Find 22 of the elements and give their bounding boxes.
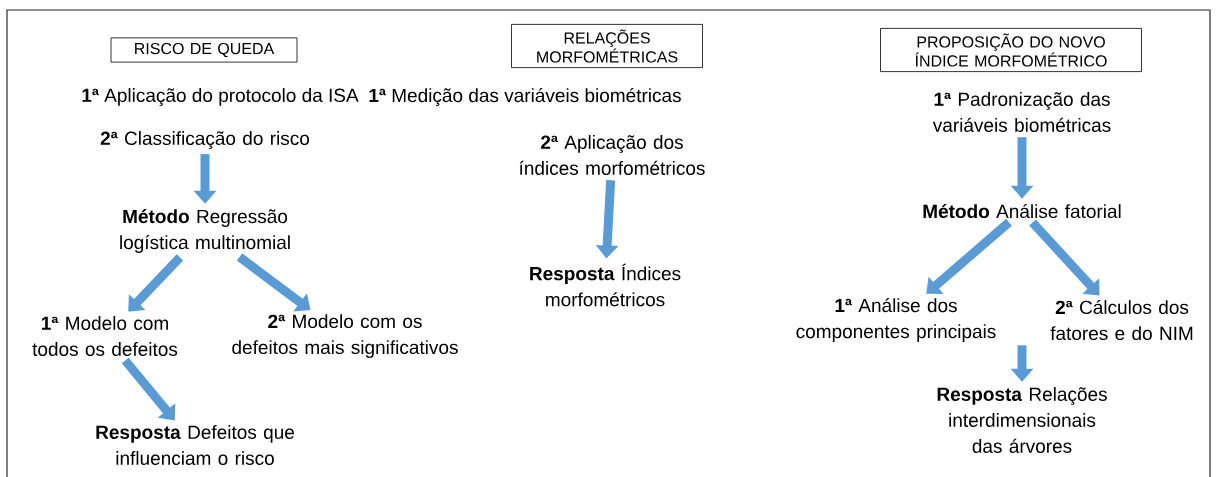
block-arrow [926,218,1012,294]
block-arrow [121,357,176,421]
step-text: 1ª Modelo com todos os defeitos [32,316,178,356]
step-text: 1ª Análise dos componentes principais [796,298,996,342]
block-arrow [128,254,184,312]
step-text: 2ª Classificação do risco [100,131,310,149]
step-text: Resposta Defeitos que influenciam o risco [96,425,294,465]
step-text: 1ª Aplicação do protocolo da ISA [82,88,359,106]
step-text: 1ª Padronização das variáveis biométricas [932,92,1111,132]
header-box: RELAÇÕES MORFOMÉTRICAS [511,24,703,68]
step-text: Resposta Relações interdimensionais das árvores [937,387,1107,453]
step-text: Resposta Índices morfométricos [530,263,681,307]
step-text: Método Regressão logística multinomial [120,209,290,253]
block-arrow [1029,219,1100,296]
step-text: 2ª Cálculos dos fatores e do NIM [1050,299,1193,341]
block-arrow [236,253,311,312]
step-text: 1ª Medição das variáveis biométricas [369,88,681,106]
header-box: RISCO DE QUEDA [110,37,298,63]
header-box: PROPOSIÇÃO DO NOVO ÍNDICE MORFOMÉTRICO [880,28,1142,72]
step-text: Método Análise fatorial [923,203,1121,219]
step-text: 2ª Modelo com os defeitos mais significativos [232,314,458,358]
step-text: 2ª Aplicação dos índices morfométricos [519,135,705,175]
